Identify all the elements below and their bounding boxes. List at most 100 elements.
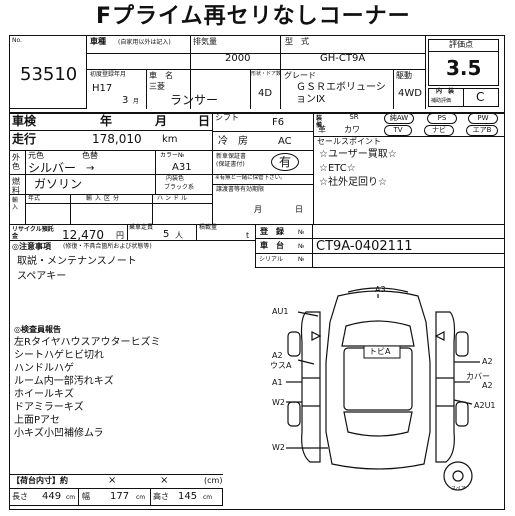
shift-label: シフト [215,113,239,122]
inspector-line-5: ホイールキズ [14,389,74,400]
equip-sr: SR [349,113,359,121]
capacity-label: 乗車定員 [129,224,154,231]
note-line-1: 取説・メンテナンスノート [17,256,137,267]
equip-pw: PW [468,113,498,124]
expiry-day: 日 [295,205,303,214]
ac-value: AC [278,136,292,147]
inspector-line-6: ドアミラーキズ [14,402,84,413]
equip-navi: ナビ [424,125,454,136]
mileage-label: 走行 [12,132,37,146]
interior-label: 内 装 [436,88,455,95]
fuel-label: 燃料 [12,177,20,195]
cargo-height: 145 [178,491,198,502]
exterior-color-label: 外色 [12,153,20,171]
color-change-label: 色替 [82,151,98,160]
reg-no-label: № [298,229,305,236]
ac-label: 冷 房 [218,136,248,147]
registration-note: (自家用以外は記入) [118,39,171,46]
inspector-line-7: 上面Pアセ [14,415,60,426]
displacement-value: 2000 [225,53,251,64]
diagram-label-a2u1: A2U1 [474,401,496,410]
diagram-label-spare: スペア [451,486,466,492]
color-arrow: → [86,163,95,174]
first-reg-year: H17 [92,83,113,94]
equip-kawa: カワ [344,125,360,134]
cargo-x2: × [160,475,169,486]
cargo-length: 449 [42,491,62,502]
score-label: 評価点 [449,40,473,49]
equipment-label: 装備 [316,115,323,129]
diagram-label-a2-right2: A2 [482,381,493,390]
cargo-dims-box [9,488,223,506]
diagram-label-w2-bottom: W2 [272,443,285,452]
inspector-line-1: 左Rタイヤハウスアウターヒズミ [14,337,161,348]
diagram-label-a2-right: A2 [482,357,493,366]
sale-points-label: セールスポイント [317,137,381,146]
manual-status-circle [271,153,299,171]
sale-point-1: ☆ユーザー買取☆ [319,149,397,160]
lot-number: 53510 [20,64,78,85]
cargo-length-label: 長さ [12,492,28,501]
inspector-line-4: ルーム内一部汚れキズ [14,376,114,387]
inspector-line-2: シートハゲヒビ切れ [14,350,104,361]
equip-airbag: エアB [466,125,498,136]
original-color-label: 元色 [28,151,44,160]
recycle-label: リサイクル預託金 [12,226,54,240]
inspection-day: 日 [198,114,211,128]
page-title: Fプライム再セリなしコーナー [96,4,411,29]
chassis-no-label: № [298,243,305,250]
doors-value: 4D [258,88,273,99]
fuel-value: ガソリン [34,177,83,191]
diagram-label-a3: A3 [375,285,386,294]
load-unit: t [246,231,250,240]
grade-label: グレード [284,71,316,80]
color-value: シルバー [28,161,77,175]
doors-label: 形状・ドア数 [251,71,282,77]
interior-sub-label: 補助評価 [431,98,452,104]
interior-grade: C [476,90,485,104]
capacity-value: 5 [163,229,170,240]
cargo-height-label: 高さ [153,492,169,501]
diagram-label-w2-left: W2 [272,398,285,407]
mileage-value: 178,010 [92,132,142,146]
cargo-width-label: 幅 [82,492,90,501]
interior-color-label: 内装色 [166,175,185,182]
diagram-label-tobi: トビA [369,347,391,356]
color-code: A31 [172,162,192,173]
cargo-x1: × [108,475,117,486]
displacement-label: 排気量 [193,37,217,46]
import-category-label: 輸入区分 [86,195,123,202]
manual-warning: ※有無と一緒に保管下さい。 [215,175,286,181]
inspection-label: 車検 [12,114,37,128]
first-reg-month-unit: 月 [133,98,140,105]
registration-label: 車種 [90,37,106,46]
shift-value: F6 [272,117,285,128]
lot-number-label: No. [12,37,22,44]
drive-value: 4WD [398,88,422,99]
serial-no-label: № [298,256,305,263]
inspector-label: ◎検査員報告 [14,325,61,334]
cargo-height-unit: cm [203,494,213,501]
mileage-unit: km [162,134,178,145]
model-type-value: GH-CT9A [320,53,366,64]
diagram-label-au1: AU1 [272,307,289,316]
notes-sub-label: (修復・不具合箇所および状態等) [63,243,152,250]
inspector-line-8: 小キズ小凹補修ムラ [14,428,104,439]
score-box [428,39,499,86]
car-damage-diagram [286,287,480,491]
import-label: 輸入 [12,197,19,211]
cargo-width: 177 [110,491,130,502]
auction-sheet-frame [9,35,505,510]
notes-label: ◎注意事項 [12,242,51,251]
expiry-label: 譲渡書等有効期限 [216,186,265,193]
inspection-month: 月 [155,114,168,128]
import-year-label: 年式 [28,195,41,202]
first-reg-month: 3 [122,95,129,106]
equip-ps: PS [427,113,457,124]
recycle-unit: 円 [116,231,124,240]
first-reg-label: 初度登録年月 [90,71,127,78]
drive-label: 駆動 [396,71,412,80]
diagram-label-a1: A1 [272,378,283,387]
lot-number-box [9,35,87,109]
manual-note: (保証書付) [216,161,245,168]
